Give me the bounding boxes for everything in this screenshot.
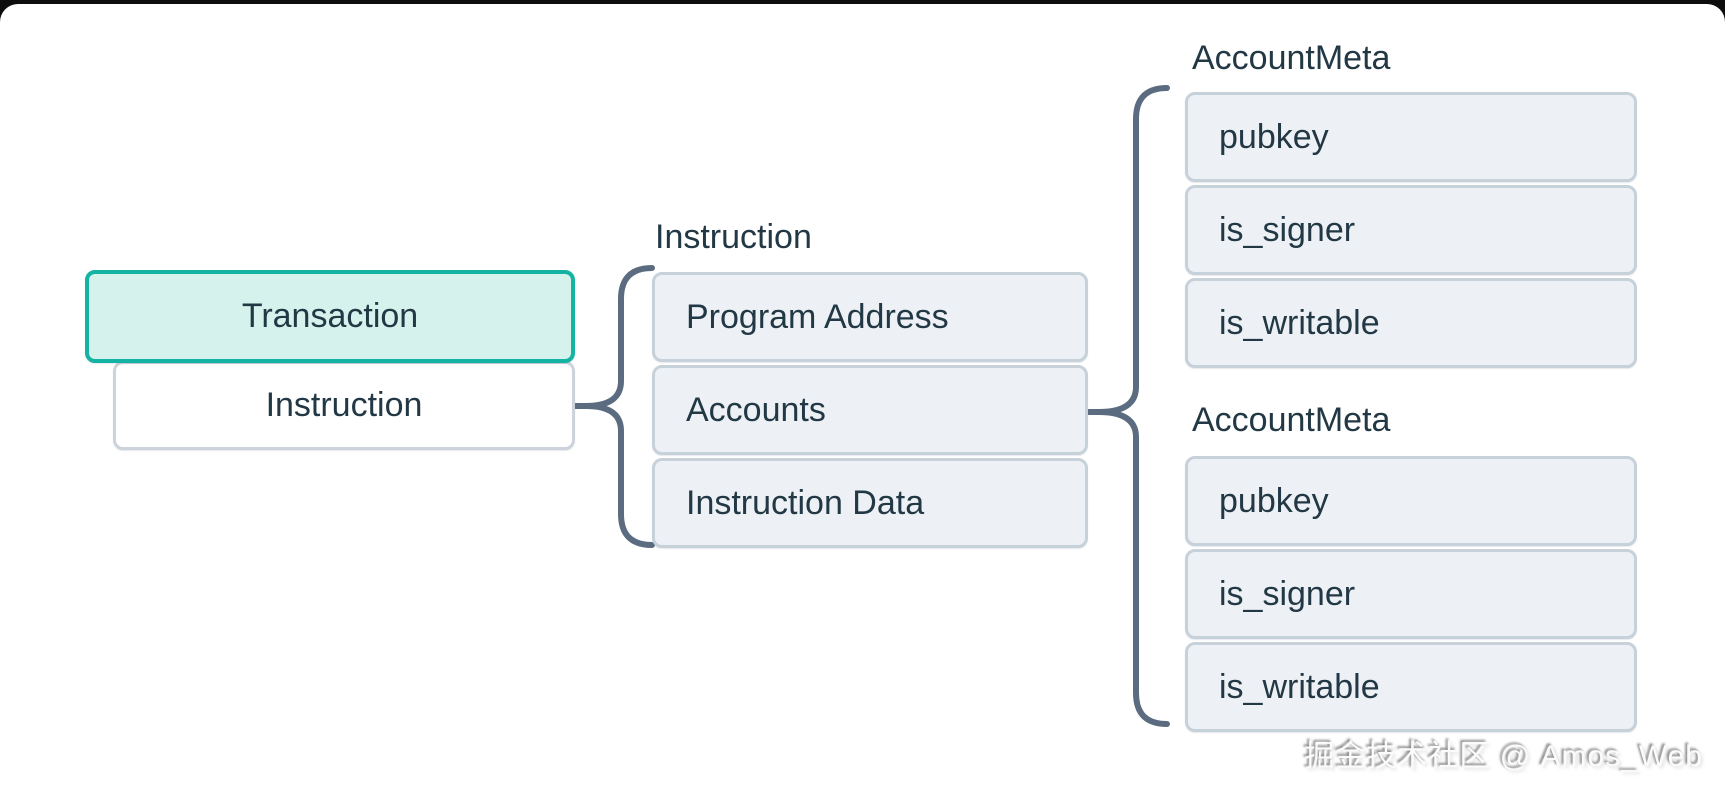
node-instruction-data-label: Instruction Data [686,483,925,522]
account-meta-1-title: AccountMeta [1192,39,1391,77]
account-meta-2-title: AccountMeta [1192,401,1391,439]
node-is-signer-2-label: is_signer [1219,574,1356,613]
node-program-address-label: Program Address [686,297,949,336]
node-instruction-label: Instruction [265,386,423,424]
node-is-writable-2-label: is_writable [1219,667,1380,706]
node-program-address: Program Address [652,272,1088,362]
instruction-group-title: Instruction [655,218,812,256]
node-instruction-data: Instruction Data [652,458,1088,548]
node-is-writable-2: is_writable [1185,642,1637,732]
node-pubkey-1: pubkey [1185,92,1637,182]
node-instruction: Instruction [113,361,575,450]
node-is-signer-2: is_signer [1185,549,1637,639]
node-accounts-label: Accounts [686,390,826,429]
watermark: 掘金技术社区 @ Amos_Web [1304,740,1703,773]
node-accounts: Accounts [652,365,1088,455]
node-transaction-label: Transaction [241,297,419,335]
node-transaction: Transaction [85,270,575,363]
node-pubkey-1-label: pubkey [1219,117,1329,156]
node-pubkey-2-label: pubkey [1219,481,1329,520]
node-is-signer-1-label: is_signer [1219,210,1356,249]
node-is-signer-1: is_signer [1185,185,1637,275]
node-is-writable-1: is_writable [1185,278,1637,368]
node-pubkey-2: pubkey [1185,456,1637,546]
node-is-writable-1-label: is_writable [1219,303,1380,342]
